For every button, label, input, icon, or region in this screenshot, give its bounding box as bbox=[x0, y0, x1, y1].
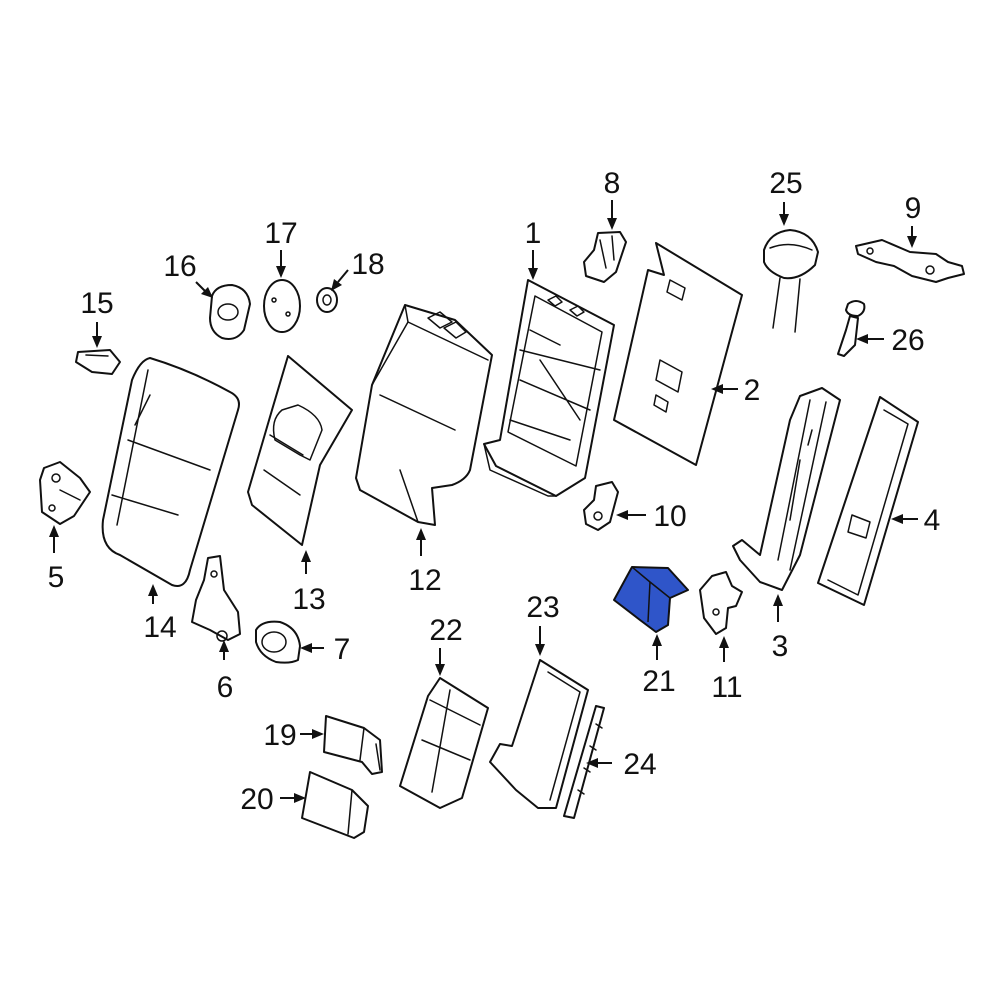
part-2-back-board[interactable] bbox=[613, 242, 743, 466]
callout-17-label: 17 bbox=[264, 217, 297, 250]
callout-24-label: 24 bbox=[623, 748, 656, 781]
callout-13: 13 bbox=[292, 550, 326, 616]
callout-19: 19 bbox=[263, 719, 324, 752]
callout-15: 15 bbox=[80, 287, 114, 348]
part-7-ring[interactable] bbox=[255, 620, 301, 664]
callout-19-label: 19 bbox=[263, 719, 296, 752]
callout-4: 4 bbox=[891, 504, 940, 537]
callout-22: 22 bbox=[429, 614, 463, 676]
part-26-guide[interactable] bbox=[837, 300, 866, 357]
part-15-clip[interactable] bbox=[75, 349, 121, 375]
callout-3: 3 bbox=[772, 594, 789, 663]
part-11-bracket[interactable] bbox=[699, 571, 743, 635]
part-1-seat-back-frame[interactable] bbox=[483, 279, 615, 497]
callout-6: 6 bbox=[217, 640, 234, 704]
callout-22-label: 22 bbox=[429, 614, 462, 647]
callout-7: 7 bbox=[300, 633, 350, 666]
part-10-latch[interactable] bbox=[583, 481, 619, 531]
callout-18-label: 18 bbox=[351, 248, 384, 281]
callout-25-label: 25 bbox=[769, 167, 802, 200]
callout-10: 10 bbox=[616, 500, 687, 533]
callout-16: 16 bbox=[163, 250, 213, 298]
part-23-panel[interactable] bbox=[489, 659, 589, 809]
callout-12: 12 bbox=[408, 528, 442, 597]
callout-23-label: 23 bbox=[526, 591, 559, 624]
part-20-armrest-pad[interactable] bbox=[301, 771, 369, 839]
part-3-side-rail[interactable] bbox=[732, 387, 841, 591]
callout-26: 26 bbox=[856, 324, 925, 357]
callout-5: 5 bbox=[48, 525, 65, 594]
callout-10-label: 10 bbox=[653, 500, 686, 533]
callout-8-label: 8 bbox=[604, 167, 621, 200]
callout-7-label: 7 bbox=[334, 633, 351, 666]
callout-14-label: 14 bbox=[143, 611, 176, 644]
callout-13-label: 13 bbox=[292, 583, 325, 616]
callout-17: 17 bbox=[264, 217, 298, 278]
callout-2: 2 bbox=[711, 374, 760, 407]
part-25-headrest[interactable] bbox=[763, 229, 819, 333]
part-12-seat-back-cushion[interactable] bbox=[355, 304, 493, 526]
part-6-bracket[interactable] bbox=[191, 555, 241, 642]
callout-24: 24 bbox=[586, 748, 657, 781]
part-22-cushion[interactable] bbox=[399, 677, 489, 809]
callout-9-label: 9 bbox=[905, 192, 922, 225]
part-13-back-panel[interactable] bbox=[247, 355, 353, 546]
callout-1-label: 1 bbox=[525, 217, 542, 250]
part-14-seat-back-cover[interactable] bbox=[101, 357, 240, 587]
callout-2-label: 2 bbox=[744, 374, 761, 407]
callout-20: 20 bbox=[240, 783, 306, 816]
callout-6-label: 6 bbox=[217, 671, 234, 704]
part-18-grommet[interactable] bbox=[316, 287, 338, 313]
callout-16-label: 16 bbox=[163, 250, 196, 283]
callout-18: 18 bbox=[331, 248, 385, 291]
callout-15-label: 15 bbox=[80, 287, 113, 320]
callout-25: 25 bbox=[769, 167, 803, 226]
callout-3-label: 3 bbox=[772, 630, 789, 663]
callout-21: 21 bbox=[642, 634, 676, 698]
callout-20-label: 20 bbox=[240, 783, 273, 816]
callout-4-label: 4 bbox=[924, 504, 941, 537]
part-8-bracket[interactable] bbox=[583, 231, 627, 283]
callout-23: 23 bbox=[526, 591, 560, 656]
callout-8: 8 bbox=[604, 167, 621, 230]
part-9-hinge[interactable] bbox=[855, 239, 965, 283]
callout-9: 9 bbox=[905, 192, 922, 248]
part-17-disc[interactable] bbox=[263, 279, 301, 333]
callout-11: 11 bbox=[711, 636, 743, 704]
part-19-armrest[interactable] bbox=[323, 715, 383, 775]
callout-12-label: 12 bbox=[408, 564, 441, 597]
part-5-bracket[interactable] bbox=[39, 461, 91, 525]
part-4-side-trim[interactable] bbox=[817, 396, 919, 606]
part-21-cover-highlighted[interactable] bbox=[613, 566, 689, 633]
callout-5-label: 5 bbox=[48, 561, 65, 594]
callout-1: 1 bbox=[525, 217, 542, 280]
callout-14: 14 bbox=[143, 584, 177, 644]
part-24-strip[interactable] bbox=[563, 705, 605, 819]
callout-21-label: 21 bbox=[642, 665, 675, 698]
callout-26-label: 26 bbox=[891, 324, 924, 357]
part-16-cap[interactable] bbox=[209, 284, 251, 340]
callout-11-label: 11 bbox=[711, 671, 742, 704]
